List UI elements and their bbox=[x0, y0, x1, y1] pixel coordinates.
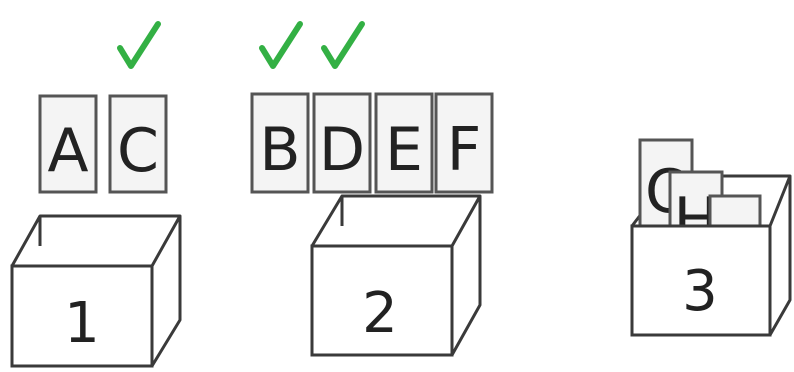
checkmark-icon bbox=[262, 24, 300, 66]
card-d: D bbox=[314, 94, 370, 192]
card-c: C bbox=[110, 96, 166, 192]
card-a: A bbox=[40, 96, 96, 192]
box-1-label: 1 bbox=[64, 291, 100, 356]
checkmark-icon bbox=[120, 24, 158, 66]
card-c-letter: C bbox=[117, 116, 159, 186]
checkmark-icon bbox=[324, 24, 362, 66]
card-f: F bbox=[436, 94, 492, 192]
box-1-group: A C 1 bbox=[12, 24, 180, 366]
card-f-letter: F bbox=[447, 115, 482, 185]
card-d-letter: D bbox=[319, 115, 365, 185]
card-e-letter: E bbox=[385, 115, 423, 185]
box-2-label: 2 bbox=[362, 281, 398, 346]
card-b-letter: B bbox=[259, 115, 300, 185]
box-2-group: 2 B D E F bbox=[252, 24, 492, 355]
card-b: B bbox=[252, 94, 308, 192]
card-a-letter: A bbox=[47, 116, 88, 186]
box-3-group: C H 3 bbox=[632, 140, 790, 335]
card-e: E bbox=[376, 94, 432, 192]
box-3-label: 3 bbox=[682, 259, 718, 324]
